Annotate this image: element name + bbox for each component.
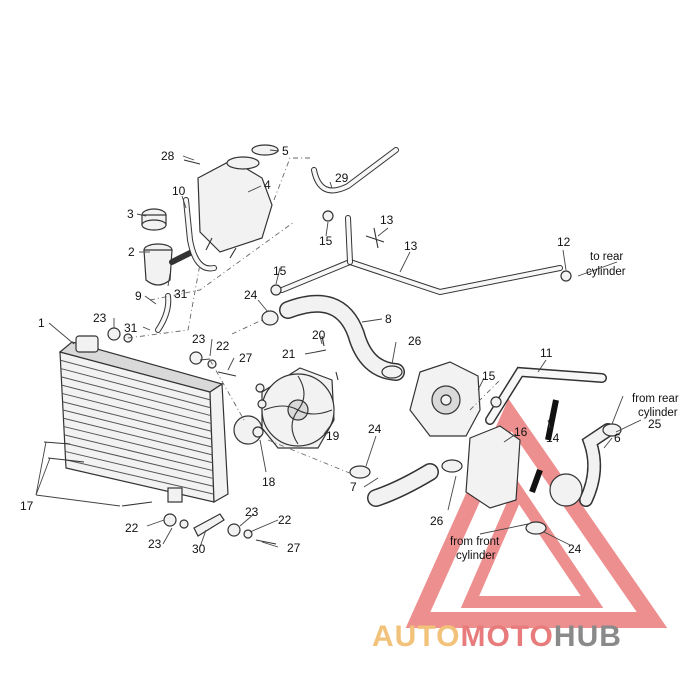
note-from-rear-cylinder-2: cylinder (638, 407, 678, 419)
part-label-27a: 27 (239, 351, 253, 365)
filler-neck (143, 243, 195, 286)
direction-notes: to rear cylinder from rear cylinder from… (450, 251, 679, 562)
part-label-23d: 23 (245, 505, 259, 519)
part-label-11: 11 (540, 346, 553, 360)
radiator-fin (64, 434, 213, 472)
hardware (43, 159, 385, 545)
part-label-15a: 15 (319, 234, 333, 248)
assembly-lines (127, 157, 501, 475)
water-pump (409, 361, 481, 437)
thermostat-housing (465, 425, 583, 509)
leader-lines (35, 149, 642, 548)
part-label-27b: 27 (287, 541, 301, 555)
part-label-24b: 24 (368, 422, 382, 436)
part-label-13a: 13 (380, 213, 394, 227)
part-label-3: 3 (127, 207, 134, 221)
note-from-rear-cylinder-1: from rear (632, 393, 679, 405)
radiator-fin (62, 392, 212, 432)
part-label-17: 17 (20, 499, 34, 513)
part-label-26b: 26 (430, 514, 444, 528)
watermark-moto: MOTO (460, 620, 553, 653)
part-label-23a: 23 (93, 311, 107, 325)
part-label-2: 2 (128, 245, 135, 259)
note-to-rear-cylinder-2: cylinder (586, 266, 626, 278)
part-label-22c: 22 (278, 513, 292, 527)
radiator-fin (63, 417, 213, 456)
part-label-28: 28 (161, 149, 175, 163)
radiator-fin (61, 376, 211, 417)
part-label-31b: 31 (124, 321, 138, 335)
watermark-hub: HUB (554, 620, 622, 653)
part-label-6: 6 (614, 431, 621, 445)
part-label-23c: 23 (148, 537, 162, 551)
part-label-22b: 22 (125, 521, 139, 535)
part-numbers: 1 2 3 4 5 6 7 8 9 10 11 12 13 13 14 15 1… (20, 144, 662, 556)
part-label-4: 4 (264, 178, 271, 192)
part-label-7: 7 (350, 480, 357, 494)
part-label-30: 30 (192, 542, 206, 556)
part-label-8: 8 (385, 312, 392, 326)
part-label-19: 19 (326, 429, 340, 443)
part-label-14: 14 (546, 431, 560, 445)
part-label-24c: 24 (568, 542, 582, 556)
radiator-fin (62, 409, 213, 448)
radiator (58, 335, 263, 504)
radiator-fin (61, 384, 212, 424)
note-from-front-cylinder-2: cylinder (456, 550, 496, 562)
expansion-tank (197, 144, 279, 259)
part-label-1: 1 (38, 316, 45, 330)
clamps (261, 210, 622, 535)
note-from-front-cylinder-1: from front (450, 536, 500, 548)
part-label-9: 9 (135, 289, 142, 303)
note-to-rear-cylinder-1: to rear (590, 251, 623, 263)
watermark-text: AUTOMOTOHUB (372, 620, 622, 653)
part-label-22a: 22 (216, 339, 230, 353)
part-label-24a: 24 (244, 288, 258, 302)
part-label-26a: 26 (408, 334, 422, 348)
part-label-20: 20 (312, 328, 326, 342)
watermark-logo (405, 398, 668, 628)
part-label-15b: 15 (273, 264, 287, 278)
radiator-fin (60, 359, 211, 401)
watermark-auto: AUTO (372, 620, 460, 653)
part-label-12: 12 (557, 235, 571, 249)
hoses (155, 147, 615, 507)
part-label-25: 25 (648, 417, 662, 431)
part-label-21: 21 (282, 347, 296, 361)
radiator-fin (65, 459, 214, 495)
part-label-10: 10 (172, 184, 186, 198)
radiator-fin (65, 450, 214, 487)
part-label-31a: 31 (174, 287, 188, 301)
part-label-29: 29 (335, 171, 349, 185)
part-label-5: 5 (282, 144, 289, 158)
part-label-18: 18 (262, 475, 276, 489)
svg-text:AUTOMOTOHUB: AUTOMOTOHUB (372, 620, 622, 653)
part-label-23b: 23 (192, 332, 206, 346)
radiator-fin (60, 368, 211, 409)
cooling-fan (255, 367, 335, 449)
radiator-fin (64, 442, 214, 479)
radiator-cap (141, 208, 167, 231)
radiator-fin (63, 426, 213, 464)
part-label-15c: 15 (482, 369, 496, 383)
radiator-fin (62, 401, 212, 440)
part-label-13b: 13 (404, 239, 418, 253)
part-label-16: 16 (514, 425, 528, 439)
